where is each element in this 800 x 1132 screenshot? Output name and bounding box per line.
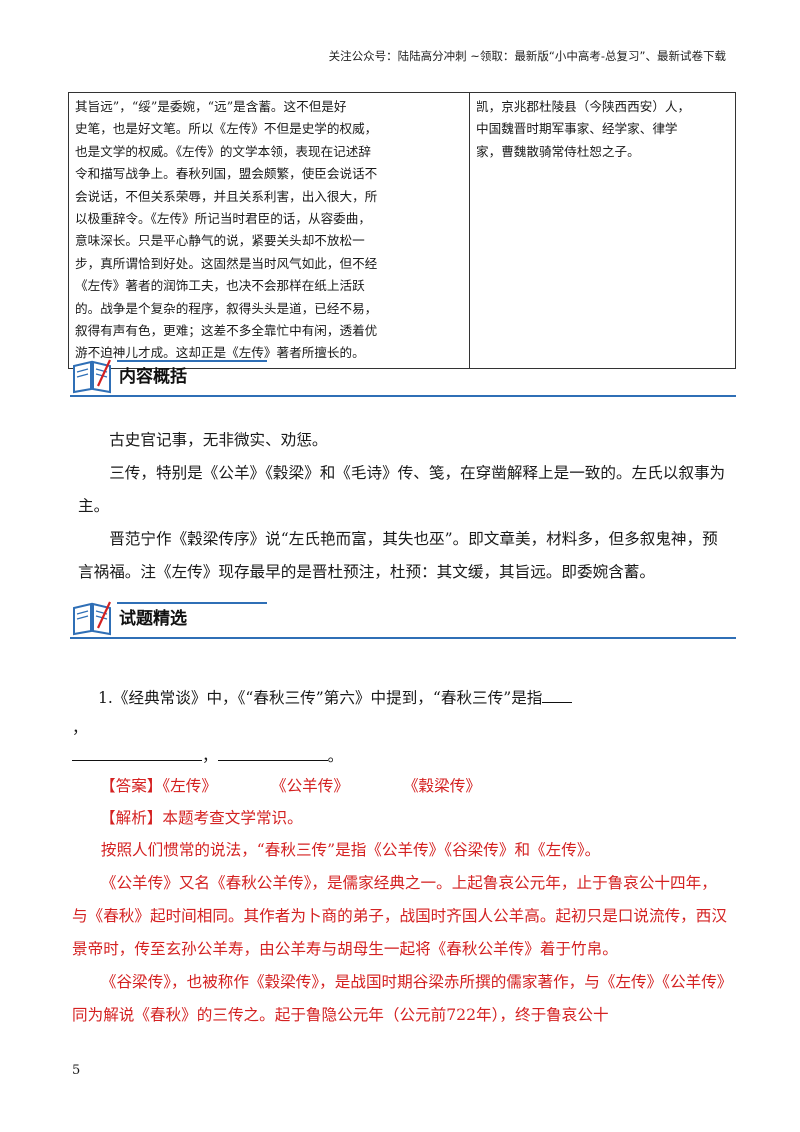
section-divider	[70, 395, 736, 397]
page-number: 5	[72, 1063, 81, 1078]
paragraph: 《公羊传》又名《春秋公羊传》，是儒家经典之一。上起鲁哀公元年，止于鲁哀公十四年，…	[72, 874, 727, 958]
question-1-blanks: ，。	[72, 740, 722, 773]
table-line: 史笔，也是好文笔。所以《左传》不但是史学的权威，	[75, 121, 378, 137]
section-divider	[70, 637, 736, 639]
paragraph: 晋范宁作《穀梁传序》说“左氏艳而富，其失也巫”。即文章美，材料多，但多叙鬼神，预…	[78, 530, 718, 581]
answer-blank[interactable]	[72, 740, 202, 761]
comma: ，	[72, 719, 88, 737]
table-line: 以极重辞令。《左传》所记当时君臣的话，从容委曲，	[75, 211, 371, 227]
summary-body: 古史官记事，无非微实、劝惩。 三传，特别是《公羊》《穀梁》和《毛诗》传、笺，在穿…	[78, 424, 728, 589]
open-book-icon	[73, 601, 111, 636]
table-row: 其旨远”，“绥”是委婉，“远”是含蓄。这不但是好 史笔，也是好文笔。所以《左传》…	[68, 92, 736, 369]
paragraph: 古史官记事，无非微实、劝惩。	[109, 431, 328, 449]
answer-label: 【答案】	[100, 777, 163, 795]
page-header: 关注公众号：陆陆高分冲刺 ~领取：最新版“小中高考-总复习”、最新试卷下载	[328, 49, 726, 63]
table-line: 步，真所谓恰到好处。这固然是当时风气如此，但不经	[75, 255, 378, 271]
comma: ，	[202, 747, 218, 765]
content-table: 其旨远”，“绥”是委婉，“远”是含蓄。这不但是好 史笔，也是好文笔。所以《左传》…	[68, 92, 736, 369]
table-line: 家，曹魏散骑常侍杜恕之子。	[476, 143, 640, 159]
table-line: 意味深长。只是平心静气的说，紧要关头却不放松一	[75, 233, 365, 249]
table-cell-left: 其旨远”，“绥”是委婉，“远”是含蓄。这不但是好 史笔，也是好文笔。所以《左传》…	[68, 92, 470, 369]
table-line: 的。战争是个复杂的程序，叙得头头是道，已经不易，	[75, 300, 378, 316]
answer-blank[interactable]	[217, 740, 328, 761]
paragraph: 按照人们惯常的说法，“春秋三传”是指《公羊传》《谷梁传》和《左传》。	[100, 841, 601, 859]
analysis-body: 按照人们惯常的说法，“春秋三传”是指《公羊传》《谷梁传》和《左传》。 《公羊传》…	[72, 834, 730, 1032]
table-line: 会说话，不但关系荣辱，并且关系利害，出入很大，所	[75, 188, 378, 204]
table-cell-right: 凯，京兆郡杜陵县（今陕西西安）人， 中国魏晋时期军事家、经学家、律学 家，曹魏散…	[469, 92, 736, 369]
table-line: 也是文学的权威。《左传》的文学本领，表现在记述辞	[75, 143, 371, 159]
section-exercise-header: 试题精选	[70, 598, 736, 640]
table-line: 游不迫神儿才成。这却正是《左传》著者所擅长的。	[75, 345, 365, 361]
question-text: 1.《经典常谈》中，《“春秋三传”第六》中提到，“春秋三传”是指	[98, 689, 543, 707]
table-line: 叙得有声有色，更难；这差不多全靠忙中有闲，透着优	[75, 323, 378, 339]
period: 。	[327, 747, 344, 765]
table-line: 中国魏晋时期军事家、经学家、律学	[476, 121, 678, 137]
paragraph: 三传，特别是《公羊》《穀梁》和《毛诗》传、笺，在穿凿解释上是一致的。左氏以叙事为…	[78, 464, 726, 515]
question-1: 1.《经典常谈》中，《“春秋三传”第六》中提到，“春秋三传”是指	[98, 682, 728, 715]
section-title: 内容概括	[119, 367, 187, 387]
answer-item: 《左传》	[162, 777, 217, 795]
analysis-label: 【解析】	[100, 809, 163, 827]
paragraph: 《谷梁传》，也被称作《穀梁传》，是战国时期谷梁赤所撰的儒家著作，与《左传》《公羊…	[72, 973, 725, 1024]
section-summary-header: 内容概括	[70, 356, 736, 398]
answer-line: 【答案】《左传》 《公羊传》 《穀梁传》	[100, 770, 730, 803]
section-title: 试题精选	[119, 609, 187, 629]
answer-item: 《公羊传》	[270, 777, 349, 795]
title-accent-bar	[117, 602, 267, 604]
table-line: 其旨远”，“绥”是委婉，“远”是含蓄。这不但是好	[75, 99, 347, 114]
answer-item: 《穀梁传》	[402, 777, 481, 795]
analysis-line: 【解析】本题考查文学常识。	[100, 802, 730, 835]
table-line: 凯，京兆郡杜陵县（今陕西西安）人，	[476, 99, 691, 114]
table-line: 《左传》著者的润饰工夫，也决不会那样在纸上活跃	[75, 278, 365, 294]
open-book-icon	[73, 359, 111, 394]
answer-blank[interactable]	[542, 682, 573, 703]
table-line: 令和描写战争上。春秋列国，盟会颇繁，使臣会说话不	[75, 166, 378, 182]
title-accent-bar	[117, 360, 267, 362]
analysis-text: 本题考查文学常识。	[162, 809, 303, 827]
question-1-continued: ，	[72, 712, 722, 745]
